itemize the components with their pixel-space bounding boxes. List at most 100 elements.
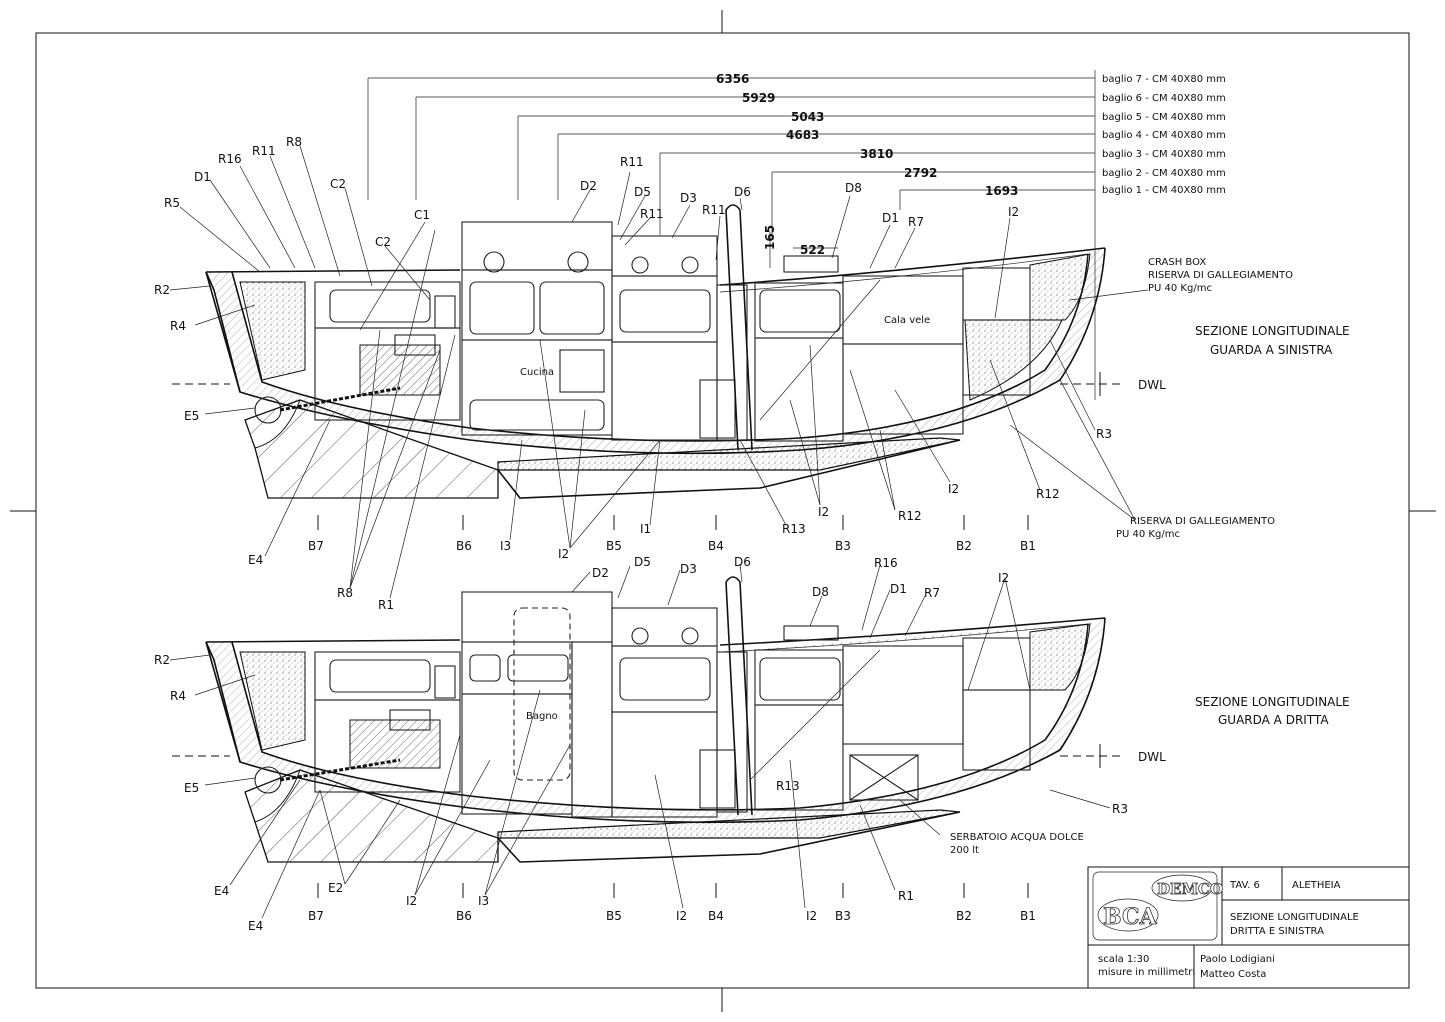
bottom-section-title-1: SEZIONE LONGITUDINALE bbox=[1195, 695, 1350, 709]
top-lbl-D8: D8 bbox=[845, 181, 862, 195]
top-lbl-R16: R16 bbox=[218, 152, 242, 166]
bottom-lbl-D3: D3 bbox=[680, 562, 697, 576]
top-lbl-E4: E4 bbox=[248, 553, 263, 567]
tb-author-2: Matteo Costa bbox=[1200, 969, 1266, 980]
top-lbl-R5: R5 bbox=[164, 196, 180, 210]
bottom-station-ticks bbox=[317, 883, 1029, 898]
top-section-view bbox=[169, 70, 1149, 599]
top-rudder-notch bbox=[254, 399, 301, 449]
bottom-deck-line bbox=[205, 639, 461, 643]
top-lbl-D6: D6 bbox=[734, 185, 751, 199]
bottom-lbl-I2c: I2 bbox=[806, 909, 817, 923]
bottom-lbl-R7: R7 bbox=[924, 586, 940, 600]
top-lbl-R11c: R11 bbox=[640, 207, 664, 221]
baglio-6: baglio 6 - CM 40X80 mm bbox=[1102, 93, 1226, 104]
bottom-lbl-D8: D8 bbox=[812, 585, 829, 599]
bottom-lbl-E5: E5 bbox=[184, 781, 199, 795]
top-crash-3: PU 40 Kg/mc bbox=[1148, 283, 1212, 294]
top-lbl-R7: R7 bbox=[908, 215, 924, 229]
top-crash-1: CRASH BOX bbox=[1148, 257, 1206, 268]
bottom-deck-aft-inner bbox=[719, 623, 1089, 653]
top-lbl-B3: B3 bbox=[835, 539, 851, 553]
logo-bca: BCA bbox=[1103, 904, 1158, 930]
bottom-lbl-B6: B6 bbox=[456, 909, 472, 923]
dim-1693: 1693 bbox=[985, 184, 1018, 198]
bottom-lbl-R4: R4 bbox=[170, 689, 186, 703]
top-lbl-R1: R1 bbox=[378, 598, 394, 612]
top-lbl-D2: D2 bbox=[580, 179, 597, 193]
top-lbl-R12a: R12 bbox=[898, 509, 922, 523]
bottom-lbl-E4a: E4 bbox=[214, 884, 229, 898]
bottom-prop-shaft bbox=[279, 758, 401, 782]
bottom-lbl-B2: B2 bbox=[956, 909, 972, 923]
top-riserva-2: PU 40 Kg/mc bbox=[1116, 529, 1180, 540]
bottom-lbl-E2: E2 bbox=[328, 881, 343, 895]
tb-misure: misure in millimetri bbox=[1098, 967, 1195, 978]
top-deck-line bbox=[205, 269, 461, 273]
top-lbl-B4: B4 bbox=[708, 539, 724, 553]
top-lbl-R13: R13 bbox=[782, 522, 806, 536]
top-lbl-B5: B5 bbox=[606, 539, 622, 553]
dim-6356: 6356 bbox=[716, 72, 749, 86]
top-section-title-1: SEZIONE LONGITUDINALE bbox=[1195, 324, 1350, 338]
top-lbl-D3: D3 bbox=[680, 191, 697, 205]
dim-3810: 3810 bbox=[860, 147, 893, 161]
bottom-crash-box bbox=[1029, 623, 1091, 691]
bottom-lbl-B3: B3 bbox=[835, 909, 851, 923]
baglio-2: baglio 2 - CM 40X80 mm bbox=[1102, 168, 1226, 179]
top-dim-522: 522 bbox=[800, 243, 825, 257]
bottom-interior bbox=[314, 607, 1031, 818]
bottom-deck-hatch bbox=[783, 625, 839, 641]
top-prop-shaft bbox=[279, 386, 401, 412]
bottom-mast-left bbox=[725, 581, 739, 816]
bottom-leader-lines bbox=[169, 279, 1111, 919]
top-mast-head bbox=[725, 204, 741, 211]
bottom-mast-right bbox=[739, 581, 753, 816]
top-lbl-R8a: R8 bbox=[286, 135, 302, 149]
top-station-ticks bbox=[317, 515, 1029, 530]
bottom-lbl-R3: R3 bbox=[1112, 802, 1128, 816]
bottom-lbl-I2d: I2 bbox=[998, 571, 1009, 585]
top-lbl-D1b: D1 bbox=[882, 211, 899, 225]
top-lbl-R3: R3 bbox=[1096, 427, 1112, 441]
bottom-lbl-I2b: I2 bbox=[676, 909, 687, 923]
top-lbl-I2a: I2 bbox=[558, 547, 569, 561]
top-lbl-B1: B1 bbox=[1020, 539, 1036, 553]
top-lbl-I1: I1 bbox=[640, 522, 651, 536]
top-lbl-C2a: C2 bbox=[330, 177, 346, 191]
top-cala-vele: Cala vele bbox=[884, 315, 930, 326]
top-crash-box bbox=[1029, 253, 1091, 321]
top-deck-hatch bbox=[783, 255, 839, 273]
top-lbl-R2: R2 bbox=[154, 283, 170, 297]
bottom-lbl-B1: B1 bbox=[1020, 909, 1036, 923]
title-block bbox=[1087, 866, 1410, 989]
top-lbl-E5: E5 bbox=[184, 409, 199, 423]
top-interior bbox=[314, 251, 1031, 442]
top-lbl-R11d: R11 bbox=[702, 203, 726, 217]
top-stern-foam bbox=[239, 281, 306, 381]
bottom-section-view bbox=[169, 279, 1125, 919]
top-lbl-D5: D5 bbox=[634, 185, 651, 199]
tb-scala: scala 1:30 bbox=[1098, 954, 1149, 965]
baglio-5: baglio 5 - CM 40X80 mm bbox=[1102, 112, 1226, 123]
top-lbl-C1: C1 bbox=[414, 208, 430, 222]
bottom-lbl-E4b: E4 bbox=[248, 919, 263, 933]
top-cucina: Cucina bbox=[520, 367, 554, 378]
bottom-rudder-notch bbox=[254, 769, 301, 823]
bottom-dwl: DWL bbox=[1138, 750, 1166, 764]
top-stern bbox=[205, 271, 241, 393]
top-lbl-B6: B6 bbox=[456, 539, 472, 553]
tb-name: ALETHEIA bbox=[1292, 880, 1341, 891]
baglio-7: baglio 7 - CM 40X80 mm bbox=[1102, 74, 1226, 85]
tb-desc-2: DRITTA E SINISTRA bbox=[1230, 926, 1324, 937]
logo-demco: DEMCO bbox=[1157, 880, 1223, 898]
top-lbl-R4: R4 bbox=[170, 319, 186, 333]
top-lbl-C2b: C2 bbox=[375, 235, 391, 249]
tb-tav: TAV. 6 bbox=[1229, 880, 1260, 891]
bottom-keel-bottom bbox=[497, 809, 961, 839]
top-section-title-2: GUARDA A SINISTRA bbox=[1210, 343, 1333, 357]
top-leader-lines bbox=[169, 145, 1149, 599]
bottom-lbl-I2a: I2 bbox=[406, 894, 417, 908]
bottom-lbl-B5: B5 bbox=[606, 909, 622, 923]
top-dim-165: 165 bbox=[763, 225, 777, 250]
